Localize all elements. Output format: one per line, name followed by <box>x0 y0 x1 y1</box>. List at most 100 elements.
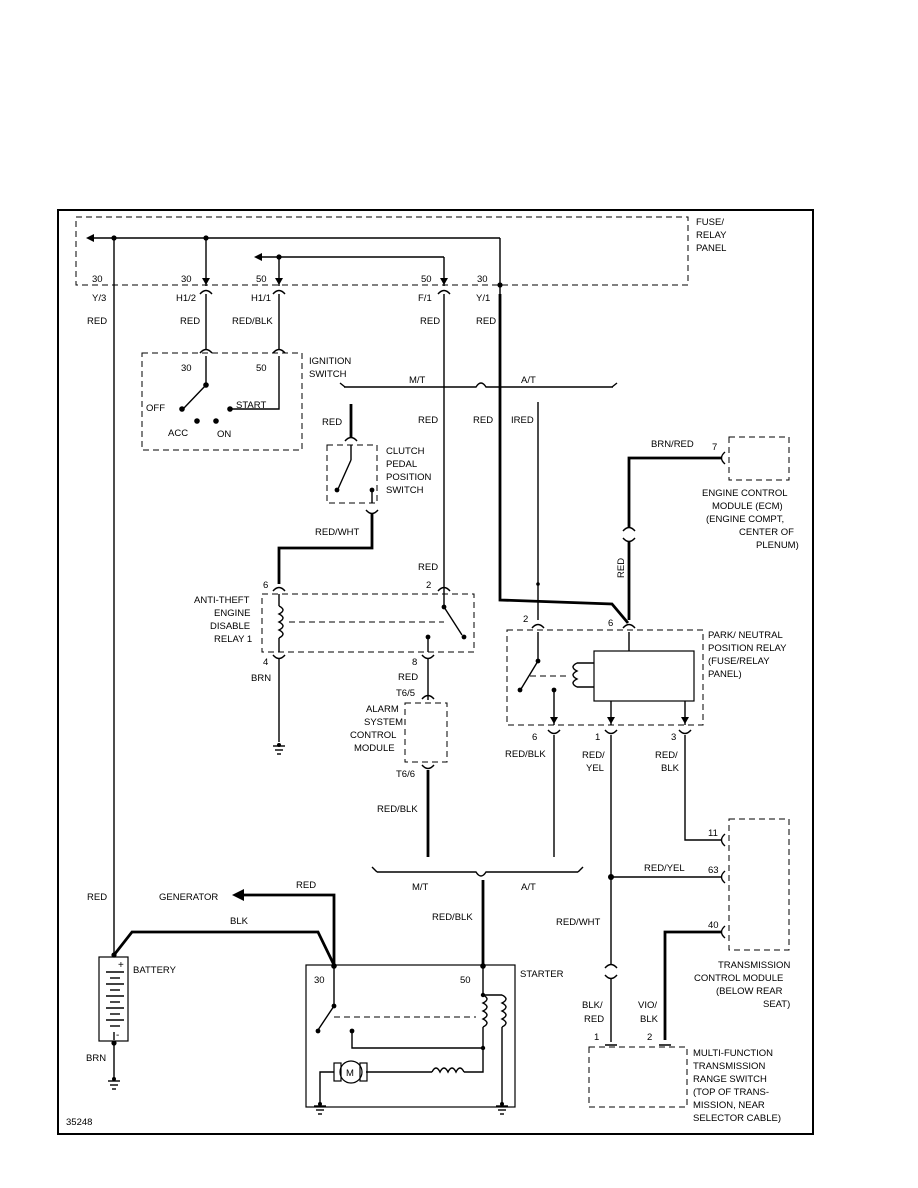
starter-term-30: 30 <box>314 975 325 986</box>
wire-vio-blk-b: BLK <box>640 1014 659 1025</box>
alarm-label-3: CONTROL <box>350 730 396 741</box>
wire-red-alarm: RED <box>398 672 418 683</box>
ground-symbols-starter <box>314 1102 508 1115</box>
engine-control-module: 7 ENGINE CONTROL MODULE (ECM) (ENGINE CO… <box>702 436 799 551</box>
wire-ired: IRED <box>511 415 534 426</box>
antitheft-pin-4: 4 <box>263 657 268 668</box>
ecm-label-1: ENGINE CONTROL <box>702 488 788 499</box>
tcm-label-3: (BELOW REAR <box>716 986 783 997</box>
pnp-label-2: POSITION RELAY <box>708 643 787 654</box>
ignition-label-1: IGNITION <box>309 356 351 367</box>
ecm-label-3: (ENGINE COMPT, <box>706 514 784 525</box>
wire-brn-red: BRN/RED <box>651 439 694 450</box>
multi-function-transmission-range-switch: BLK/ RED VIO/ BLK 1 2 MULTI-FUNCTION TRA… <box>582 963 781 1124</box>
tcm-label-2: CONTROL MODULE <box>694 973 783 984</box>
starter: STARTER 30 50 M <box>305 963 564 1108</box>
clutch-label-4: SWITCH <box>386 485 424 496</box>
wire-vio-blk-a: VIO/ <box>638 1000 657 1011</box>
fuse-term-4: 50 <box>421 274 432 285</box>
pnp-label-4: PANEL) <box>708 669 742 680</box>
antitheft-pin-2: 2 <box>426 580 431 591</box>
ecm-label-4: CENTER OF <box>739 527 794 538</box>
antitheft-pin-8: 8 <box>412 657 417 668</box>
ign-on: ON <box>217 429 231 440</box>
ignition-switch: IGNITION SWITCH 30 50 OFF ACC ON START <box>141 352 351 451</box>
anti-theft-engine-disable-relay: 6 2 ANTI-THEFT ENGINE DISABLE RELAY 1 4 … <box>194 580 475 668</box>
antitheft-label-4: RELAY 1 <box>214 634 252 645</box>
alarm-pin-t65: T6/5 <box>396 688 415 699</box>
fuse-term-1: 30 <box>92 274 103 285</box>
tcm-label-4: SEAT) <box>763 999 790 1010</box>
wire-red-ign: RED <box>180 316 200 327</box>
clutch-label-3: POSITION <box>386 472 432 483</box>
mfs-label-5: MISSION, NEAR <box>693 1100 765 1111</box>
battery-label: BATTERY <box>133 965 177 976</box>
clutch-label-1: CLUTCH <box>386 446 425 457</box>
wire-blk-red-b: RED <box>584 1014 604 1025</box>
pnp-pin-6-top: 6 <box>608 618 613 629</box>
tcm-pin-40: 40 <box>708 920 719 931</box>
wire-brn-battery: BRN <box>86 1053 106 1064</box>
mt-at-split-top: M/T A/T <box>339 375 618 388</box>
fuse-panel-label-3: PANEL <box>696 243 726 254</box>
wire-red-wht-clutch: RED/WHT <box>315 527 360 538</box>
ign-term-30: 30 <box>181 363 192 374</box>
wire-red-y1: RED <box>476 316 496 327</box>
mfs-label-3: RANGE SWITCH <box>693 1074 767 1085</box>
mfs-pin-2: 2 <box>647 1032 652 1043</box>
fuse-panel-label-2: RELAY <box>696 230 727 241</box>
wire-red-blk-ign: RED/BLK <box>232 316 273 327</box>
starter-term-50: 50 <box>460 975 471 986</box>
wire-red-yel-b: YEL <box>586 763 604 774</box>
battery-plus: + <box>118 960 124 971</box>
wire-red-blk-pnp3-b: BLK <box>661 763 680 774</box>
wire-red-yel-tcm: RED/YEL <box>644 863 685 874</box>
wire-red-blk-starter: RED/BLK <box>432 912 473 923</box>
ign-off: OFF <box>146 403 165 414</box>
alarm-label-2: SYSTEM <box>364 717 403 728</box>
fuse-term-3: 50 <box>256 274 267 285</box>
clutch-pedal-position-switch: CLUTCH PEDAL POSITION SWITCH <box>326 436 432 515</box>
alarm-label-4: MODULE <box>354 743 395 754</box>
transmission-control-module: 11 63 40 TRANSMISSION CONTROL MODULE (BE… <box>694 818 790 1010</box>
ecm-label-2: MODULE (ECM) <box>712 501 783 512</box>
wire-blk-red-a: BLK/ <box>582 1000 603 1011</box>
clutch-label-2: PEDAL <box>386 459 417 470</box>
antitheft-pin-6: 6 <box>263 580 268 591</box>
split-bottom-mt: M/T <box>412 882 429 893</box>
pnp-pin-6-bottom: 6 <box>532 732 537 743</box>
pnp-pin-2: 2 <box>523 614 528 625</box>
generator-label: GENERATOR <box>159 892 218 903</box>
split-bottom-at: A/T <box>521 882 536 893</box>
alarm-pin-t66: T6/6 <box>396 769 415 780</box>
antitheft-label-3: DISABLE <box>210 621 250 632</box>
wire-brn-relay: BRN <box>251 673 271 684</box>
park-neutral-position-relay: 2 6 PARK/ NEUTRAL POSITION RELAY (FUSE/R… <box>506 614 787 743</box>
battery: BATTERY + - <box>98 952 177 1046</box>
tcm-label-1: TRANSMISSION <box>718 960 790 971</box>
mfs-label-6: SELECTOR CABLE) <box>693 1113 781 1124</box>
wire-blk-battery: BLK <box>230 916 249 927</box>
pnp-label-3: (FUSE/RELAY <box>708 656 770 667</box>
ign-start: START <box>236 400 266 411</box>
pin-h11: H1/1 <box>251 293 271 304</box>
ecm-pin-7: 7 <box>712 442 717 453</box>
wire-red-left-top: RED <box>87 316 107 327</box>
fuse-relay-panel: FUSE/ RELAY PANEL 30 30 50 50 30 <box>75 216 727 288</box>
wire-red-generator: RED <box>296 880 316 891</box>
wire-red-wht-mfs: RED/WHT <box>556 917 601 928</box>
wire-red-clutch: RED <box>322 417 342 428</box>
pin-h12: H1/2 <box>176 293 196 304</box>
wire-red-at: RED <box>473 415 493 426</box>
alarm-label-1: ALARM <box>366 704 399 715</box>
starter-label: STARTER <box>520 969 564 980</box>
fuse-panel-label-1: FUSE/ <box>696 217 724 228</box>
figure-id: 35248 <box>66 1117 92 1128</box>
ign-term-50: 50 <box>256 363 267 374</box>
ground-symbol-relay <box>273 743 285 755</box>
tcm-pin-63: 63 <box>708 865 719 876</box>
wire-red-vertical: RED <box>616 558 627 578</box>
fuse-term-2: 30 <box>181 274 192 285</box>
pin-y3: Y/3 <box>92 293 106 304</box>
